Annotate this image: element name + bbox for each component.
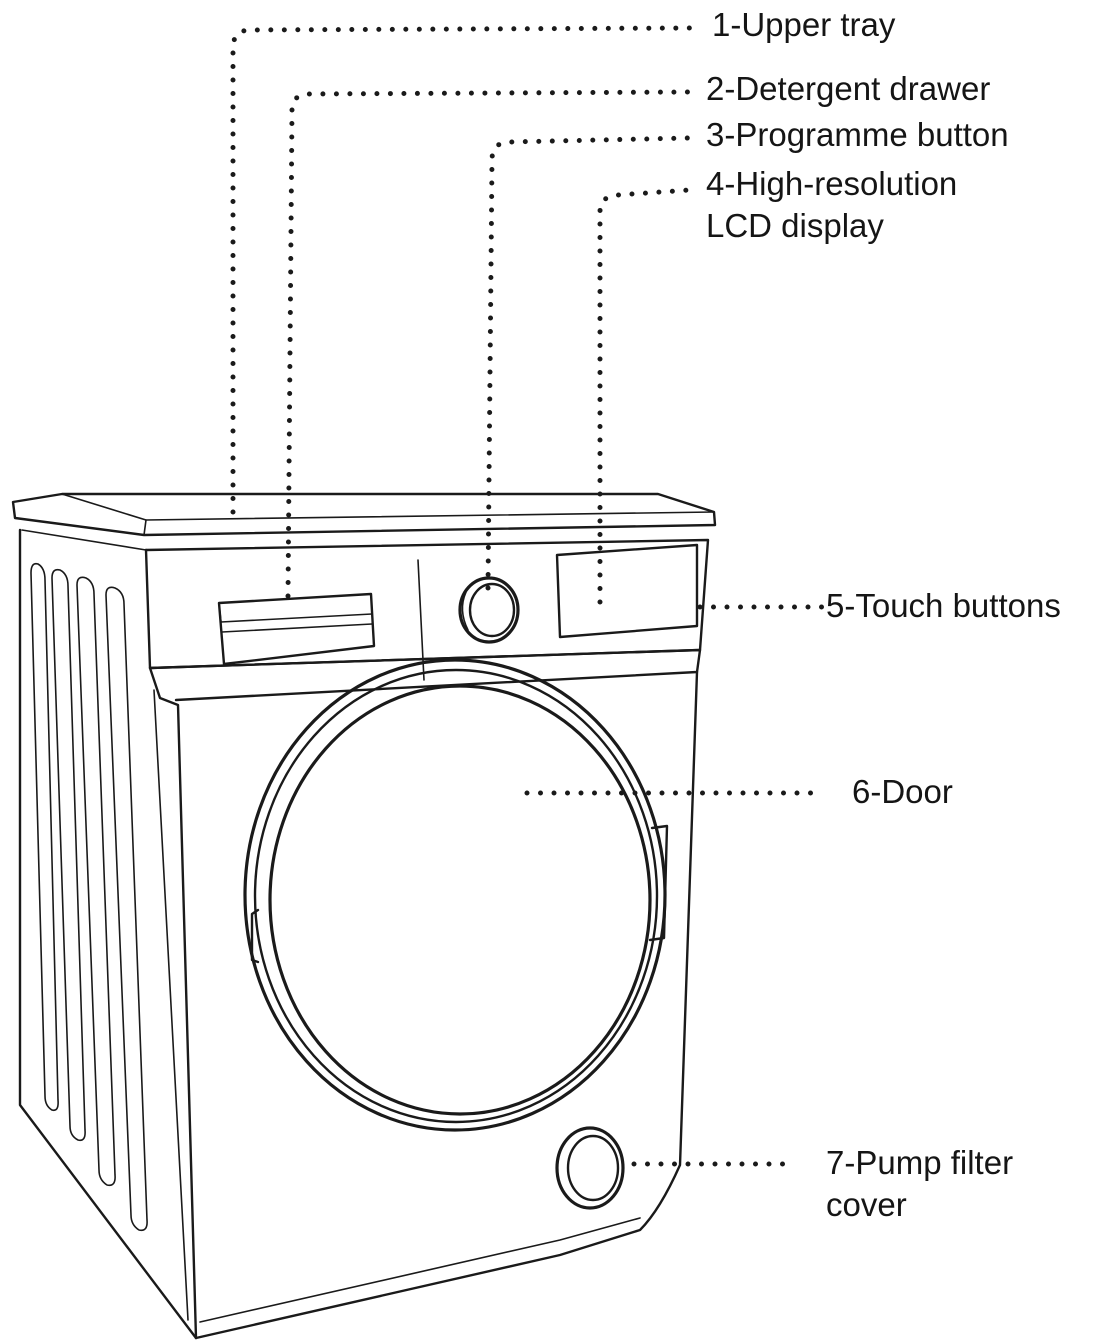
machine-corner-edge <box>144 548 198 1340</box>
door-hinge <box>250 908 260 964</box>
door-glass <box>268 684 652 1116</box>
side-rib <box>30 562 59 1112</box>
knob-inner <box>468 582 516 638</box>
pump-filter-outer <box>555 1126 625 1210</box>
leader-line-detergent-drawer <box>285 89 693 599</box>
drawer-top-lip <box>218 602 373 623</box>
callout-touch-buttons-line1: 5-Touch buttons <box>826 587 1061 624</box>
machine-top-inner-edge <box>61 493 715 521</box>
callout-detergent-drawer: 2-Detergent drawer <box>706 68 990 110</box>
drawer-handle <box>221 623 373 633</box>
callout-pump-filter-cover-line1: 7-Pump filter <box>826 1144 1014 1181</box>
callout-upper-tray-line1: 1-Upper tray <box>712 6 896 43</box>
leader-line-lcd-display <box>597 187 693 605</box>
callout-door: 6-Door <box>852 771 953 813</box>
drawer-front <box>217 592 376 666</box>
machine-front-panel <box>194 670 699 1340</box>
machine-top-surface <box>11 492 717 537</box>
leader-lines <box>230 25 825 1167</box>
door-assembly <box>243 658 669 1132</box>
side-ribs <box>30 562 148 1232</box>
control-panel <box>144 538 710 670</box>
washing-machine <box>11 492 717 1340</box>
callout-door-line1: 6-Door <box>852 773 953 810</box>
machine-corner-edge-inner <box>153 689 189 1321</box>
callout-lcd-display-line2: LCD display <box>706 207 884 244</box>
callout-programme-button-line1: 3-Programme button <box>706 116 1009 153</box>
callout-programme-button: 3-Programme button <box>706 114 1009 156</box>
machine-front-base <box>199 1217 641 1323</box>
side-rib <box>51 568 86 1142</box>
control-panel-lower-edge <box>148 648 702 702</box>
detergent-drawer-part <box>217 592 376 666</box>
door-outer-ring <box>243 658 667 1132</box>
callout-touch-buttons: 5-Touch buttons <box>826 585 1061 627</box>
side-rib <box>105 586 148 1232</box>
machine-top-front-edge <box>143 519 147 536</box>
pump-filter-inner <box>566 1134 620 1202</box>
knob-rim <box>461 591 469 631</box>
callout-pump-filter-cover: 7-Pump filter cover <box>826 1142 1013 1226</box>
callout-upper-tray: 1-Upper tray <box>712 4 895 46</box>
pump-filter-part <box>555 1126 625 1210</box>
side-rib <box>76 576 116 1187</box>
leader-line-programme-button <box>485 135 693 591</box>
callout-pump-filter-cover-line2: cover <box>826 1186 907 1223</box>
callout-detergent-drawer-line1: 2-Detergent drawer <box>706 70 991 107</box>
machine-side-panel <box>18 528 198 1340</box>
callout-lcd-display: 4-High-resolution LCD display <box>706 163 957 247</box>
programme-knob <box>458 576 520 644</box>
control-panel-divider <box>417 559 425 681</box>
door-handle <box>648 824 669 942</box>
callout-lcd-display-line1: 4-High-resolution <box>706 165 958 202</box>
door-outer-ring-inner-edge <box>253 668 659 1124</box>
knob-outer <box>458 576 520 644</box>
lcd-window <box>555 543 699 639</box>
leader-line-upper-tray <box>230 25 693 515</box>
